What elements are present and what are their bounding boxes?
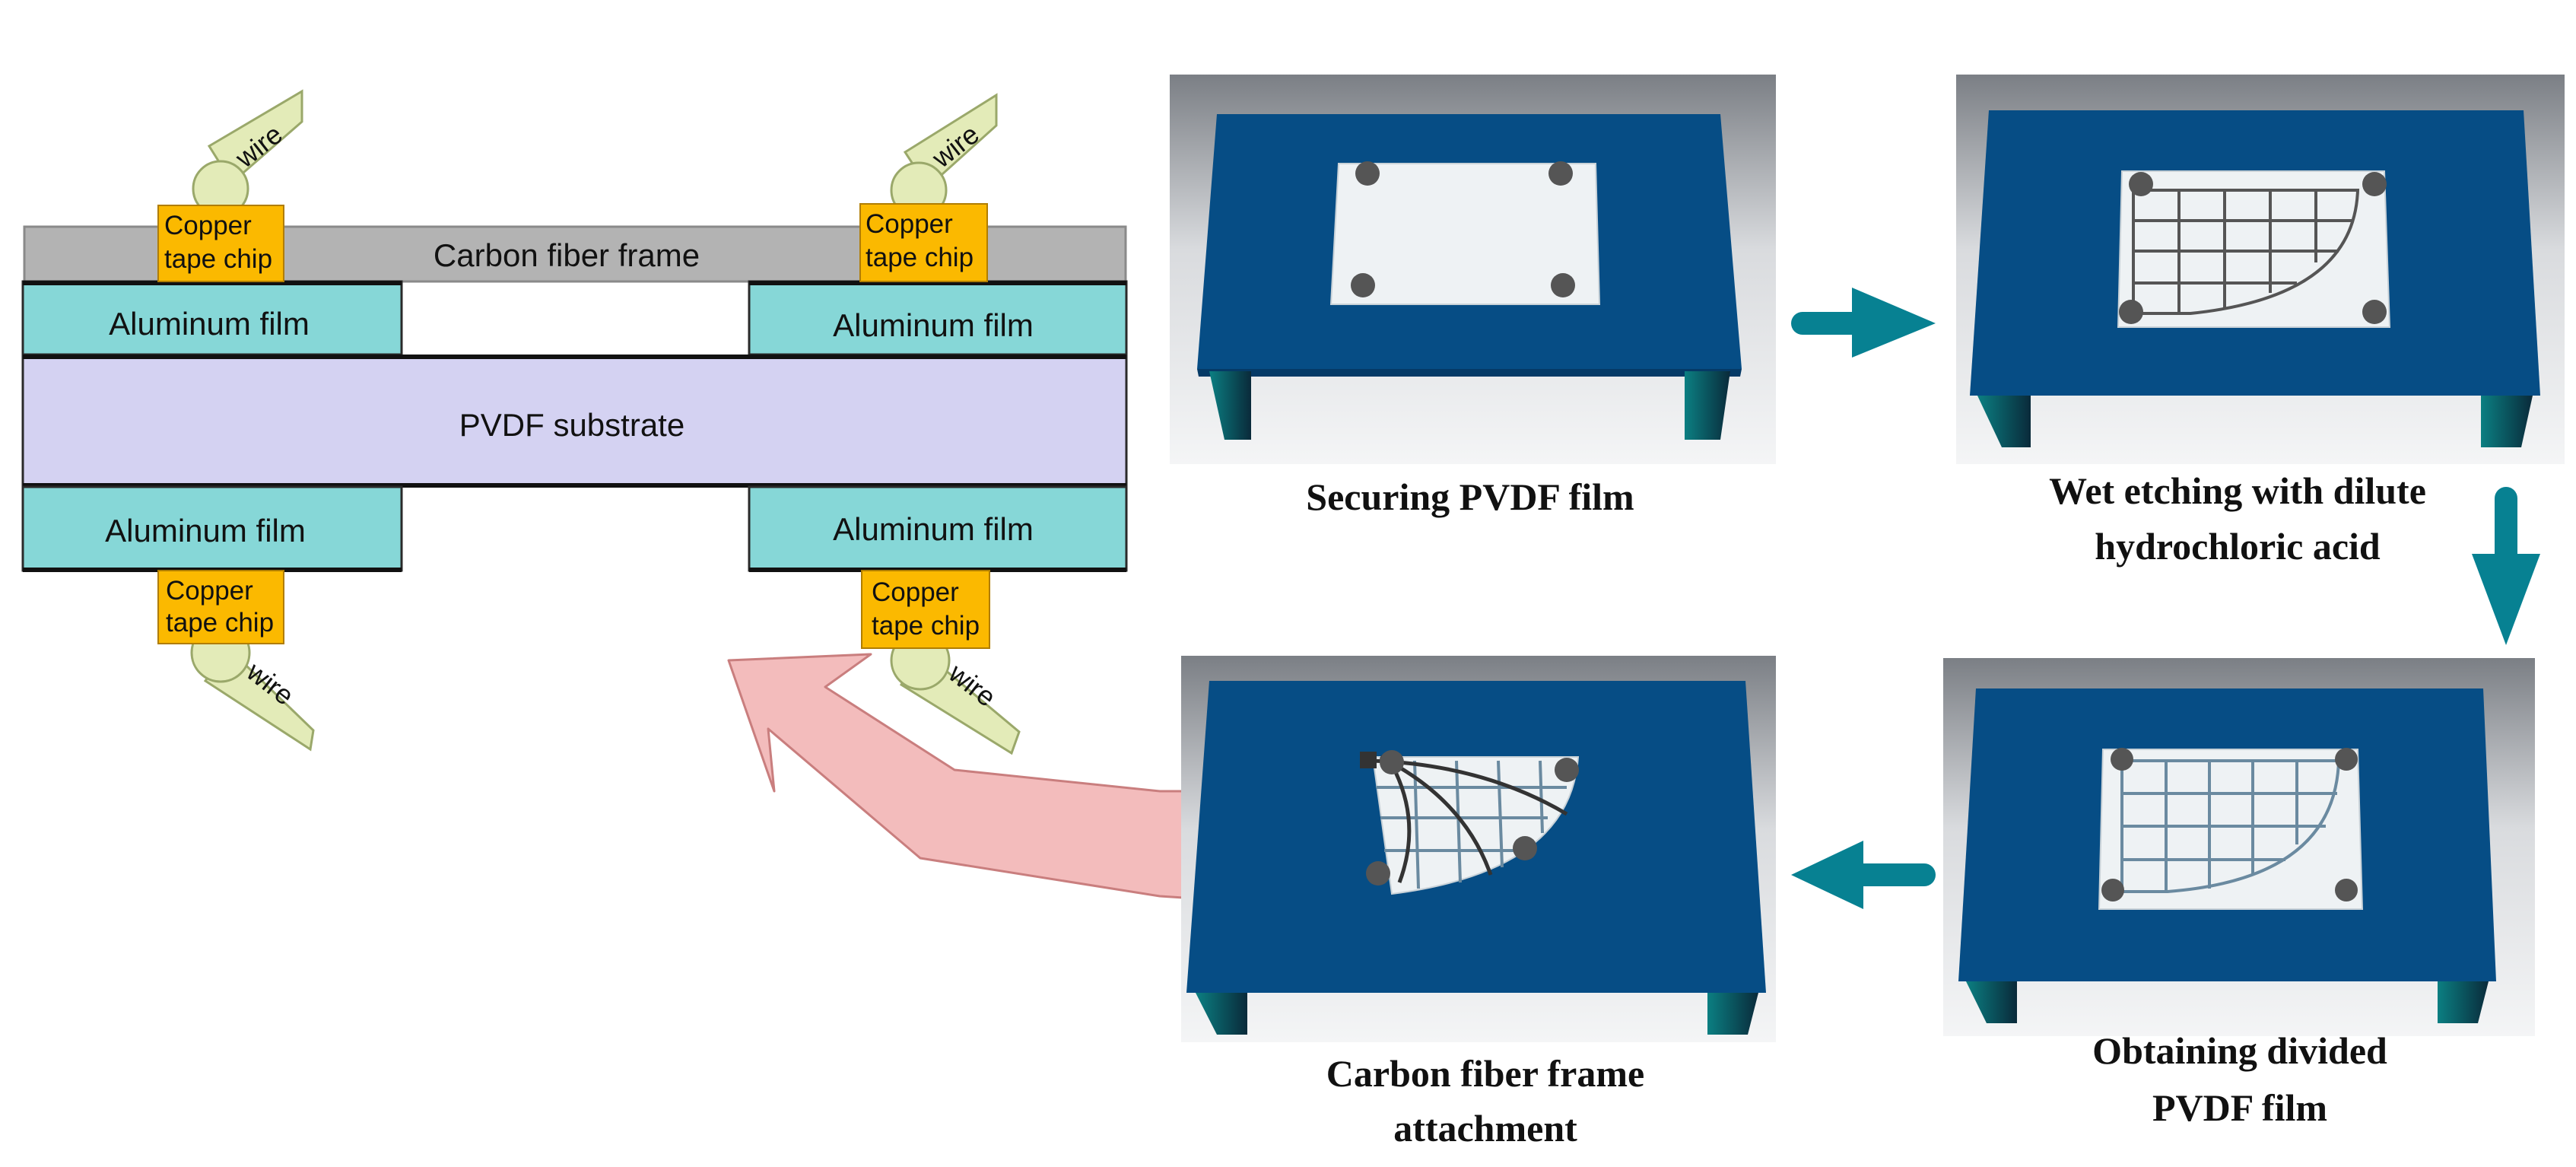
table-leg-left-2 [1977,396,2031,447]
pin-3b [2335,748,2358,771]
chip-label-top-right-2: tape chip [866,243,974,272]
pin-3d [2335,879,2358,901]
table-leg-left-4 [1196,993,1247,1035]
chip-label-bottom-left-2: tape chip [166,608,274,638]
step-label-attachment-1: Carbon fiber frame [1326,1052,1644,1095]
step-panel-wet-etching [1956,75,2565,464]
chip-label-top-left-2: tape chip [164,244,272,274]
pin-2a [2129,172,2153,196]
aluminum-film-top-left [21,280,403,356]
pin-1c [1351,273,1375,297]
pvdf-substrate-label: PVDF substrate [459,407,684,443]
step-label-obtaining-1: Obtaining divided [2092,1029,2387,1072]
step-panel-obtaining [1943,658,2535,1036]
table-leg-right-4 [1707,993,1758,1035]
step-label-securing: Securing PVDF film [1306,475,1634,518]
pin-2c [2119,300,2143,324]
table-leg-right-3 [2438,981,2489,1023]
flow-arrow-right [1791,288,1936,358]
chip-label-bottom-right-1: Copper [872,577,959,607]
step-label-wet-etching-1: Wet etching with dilute [2049,469,2426,512]
cross-section: Carbon fiber frame Aluminum film Aluminu… [21,89,1128,755]
table-leg-left-1 [1209,371,1251,440]
frame-corner-4 [1360,752,1377,768]
pin-1a [1355,161,1380,186]
pvdf-film-3 [2098,749,2364,910]
pin-3c [2101,879,2124,901]
table-front-1 [1197,369,1742,377]
pin-4c [1366,861,1390,886]
pvdf-film-2 [2117,170,2391,328]
aluminum-film-bottom-left [21,485,403,572]
pin-1b [1548,161,1573,186]
flow-arrow-left [1791,841,1936,909]
wire-top-left: wire [192,89,303,218]
carbon-fiber-frame-label: Carbon fiber frame [434,237,700,273]
copper-tape-chip-top-right: Copper tape chip [859,203,988,282]
pin-2b [2362,172,2387,196]
aluminum-film-bottom-left-label: Aluminum film [105,513,306,549]
wire-top-right: wire [890,93,998,219]
copper-tape-chip-bottom-right: Copper tape chip [861,570,990,649]
copper-tape-chip-bottom-left: Copper tape chip [157,570,284,644]
table-leg-right-1 [1685,371,1730,440]
step-panel-attachment [1181,656,1776,1042]
table-leg-right-2 [2481,396,2533,447]
wire-bottom-right: wire [890,630,1021,755]
flow-arrow-down [2472,487,2540,645]
pin-2d [2362,300,2387,324]
aluminum-film-bottom-right-label: Aluminum film [833,511,1034,547]
aluminum-film-top-right-label: Aluminum film [833,307,1034,343]
electrode-grid-3 [2120,759,2341,893]
pvdf-film-1 [1329,163,1601,305]
pvdf-substrate [21,355,1128,487]
table-leg-left-3 [1966,981,2017,1023]
chip-label-top-right-1: Copper [866,209,953,239]
pin-3a [2111,748,2133,771]
chip-label-bottom-left-1: Copper [166,576,253,606]
chip-label-bottom-right-2: tape chip [872,611,980,641]
step-label-wet-etching-2: hydrochloric acid [2095,525,2381,568]
copper-tape-chip-top-left: Copper tape chip [157,205,284,282]
step-label-obtaining-2: PVDF film [2152,1086,2327,1129]
chip-label-top-left-1: Copper [164,211,252,240]
aluminum-film-top-left-label: Aluminum film [109,306,310,342]
aluminum-film-bottom-right [748,485,1128,572]
pin-4b [1555,758,1579,782]
pin-4d [1513,836,1537,860]
electrode-grid-2 [2132,189,2360,315]
pin-1d [1551,273,1575,297]
step-label-attachment-2: attachment [1393,1107,1577,1150]
pin-4a [1380,750,1404,774]
step-panel-securing [1170,75,1776,464]
electrode-grid-4 [1377,760,1567,889]
